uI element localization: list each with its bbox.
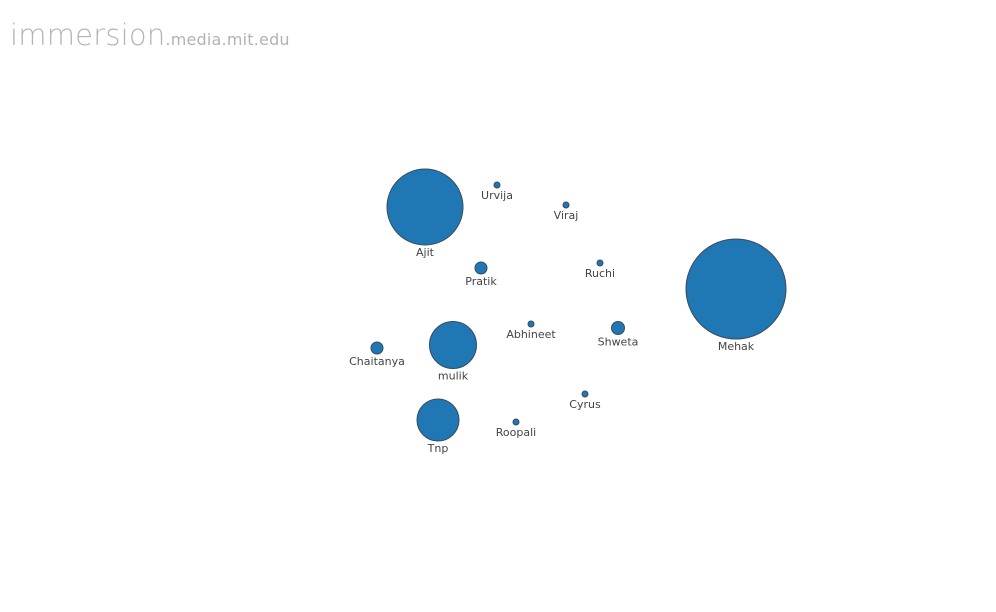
node-shweta[interactable]: Shweta bbox=[598, 321, 639, 349]
node-circle-viraj[interactable] bbox=[562, 201, 570, 209]
node-label-tnp: Tnp bbox=[427, 442, 449, 455]
node-chaitanya[interactable]: Chaitanya bbox=[349, 341, 405, 368]
node-circle-mehak[interactable] bbox=[685, 238, 787, 340]
node-viraj[interactable]: Viraj bbox=[554, 201, 579, 222]
node-label-pratik: Pratik bbox=[465, 275, 497, 288]
node-ruchi[interactable]: Ruchi bbox=[585, 259, 615, 280]
node-abhineet[interactable]: Abhineet bbox=[506, 320, 556, 341]
node-label-roopali: Roopali bbox=[496, 426, 536, 439]
node-label-chaitanya: Chaitanya bbox=[349, 355, 405, 368]
node-circle-abhineet[interactable] bbox=[527, 320, 535, 328]
node-label-cyrus: Cyrus bbox=[569, 398, 601, 411]
node-ajit[interactable]: Ajit bbox=[386, 168, 464, 259]
node-circle-ruchi[interactable] bbox=[596, 259, 604, 267]
node-roopali[interactable]: Roopali bbox=[496, 418, 536, 439]
node-label-urvija: Urvija bbox=[481, 189, 513, 202]
node-circle-shweta[interactable] bbox=[611, 321, 625, 335]
node-circle-urvija[interactable] bbox=[493, 181, 501, 189]
node-label-mulik: mulik bbox=[438, 370, 469, 383]
node-label-mehak: Mehak bbox=[718, 340, 755, 353]
node-urvija[interactable]: Urvija bbox=[481, 181, 513, 202]
node-mulik[interactable]: mulik bbox=[429, 321, 477, 383]
node-tnp[interactable]: Tnp bbox=[416, 398, 460, 455]
immersion-logo[interactable]: immersion.media.mit.edu bbox=[10, 18, 290, 52]
node-label-ajit: Ajit bbox=[416, 246, 435, 259]
node-circle-cyrus[interactable] bbox=[581, 390, 589, 398]
logo-domain-text: .media.mit.edu bbox=[165, 30, 290, 49]
node-label-viraj: Viraj bbox=[554, 209, 579, 222]
node-cyrus[interactable]: Cyrus bbox=[569, 390, 601, 411]
node-circle-ajit[interactable] bbox=[386, 168, 464, 246]
node-label-abhineet: Abhineet bbox=[506, 328, 556, 341]
logo-main-text: immersion bbox=[10, 18, 166, 52]
node-pratik[interactable]: Pratik bbox=[465, 261, 497, 288]
node-circle-pratik[interactable] bbox=[474, 261, 488, 275]
node-mehak[interactable]: Mehak bbox=[685, 238, 787, 353]
node-circle-mulik[interactable] bbox=[429, 321, 477, 369]
node-circle-roopali[interactable] bbox=[512, 418, 520, 426]
node-circle-tnp[interactable] bbox=[416, 398, 460, 442]
node-label-shweta: Shweta bbox=[598, 336, 639, 349]
node-label-ruchi: Ruchi bbox=[585, 267, 615, 280]
node-circle-chaitanya[interactable] bbox=[370, 341, 384, 355]
